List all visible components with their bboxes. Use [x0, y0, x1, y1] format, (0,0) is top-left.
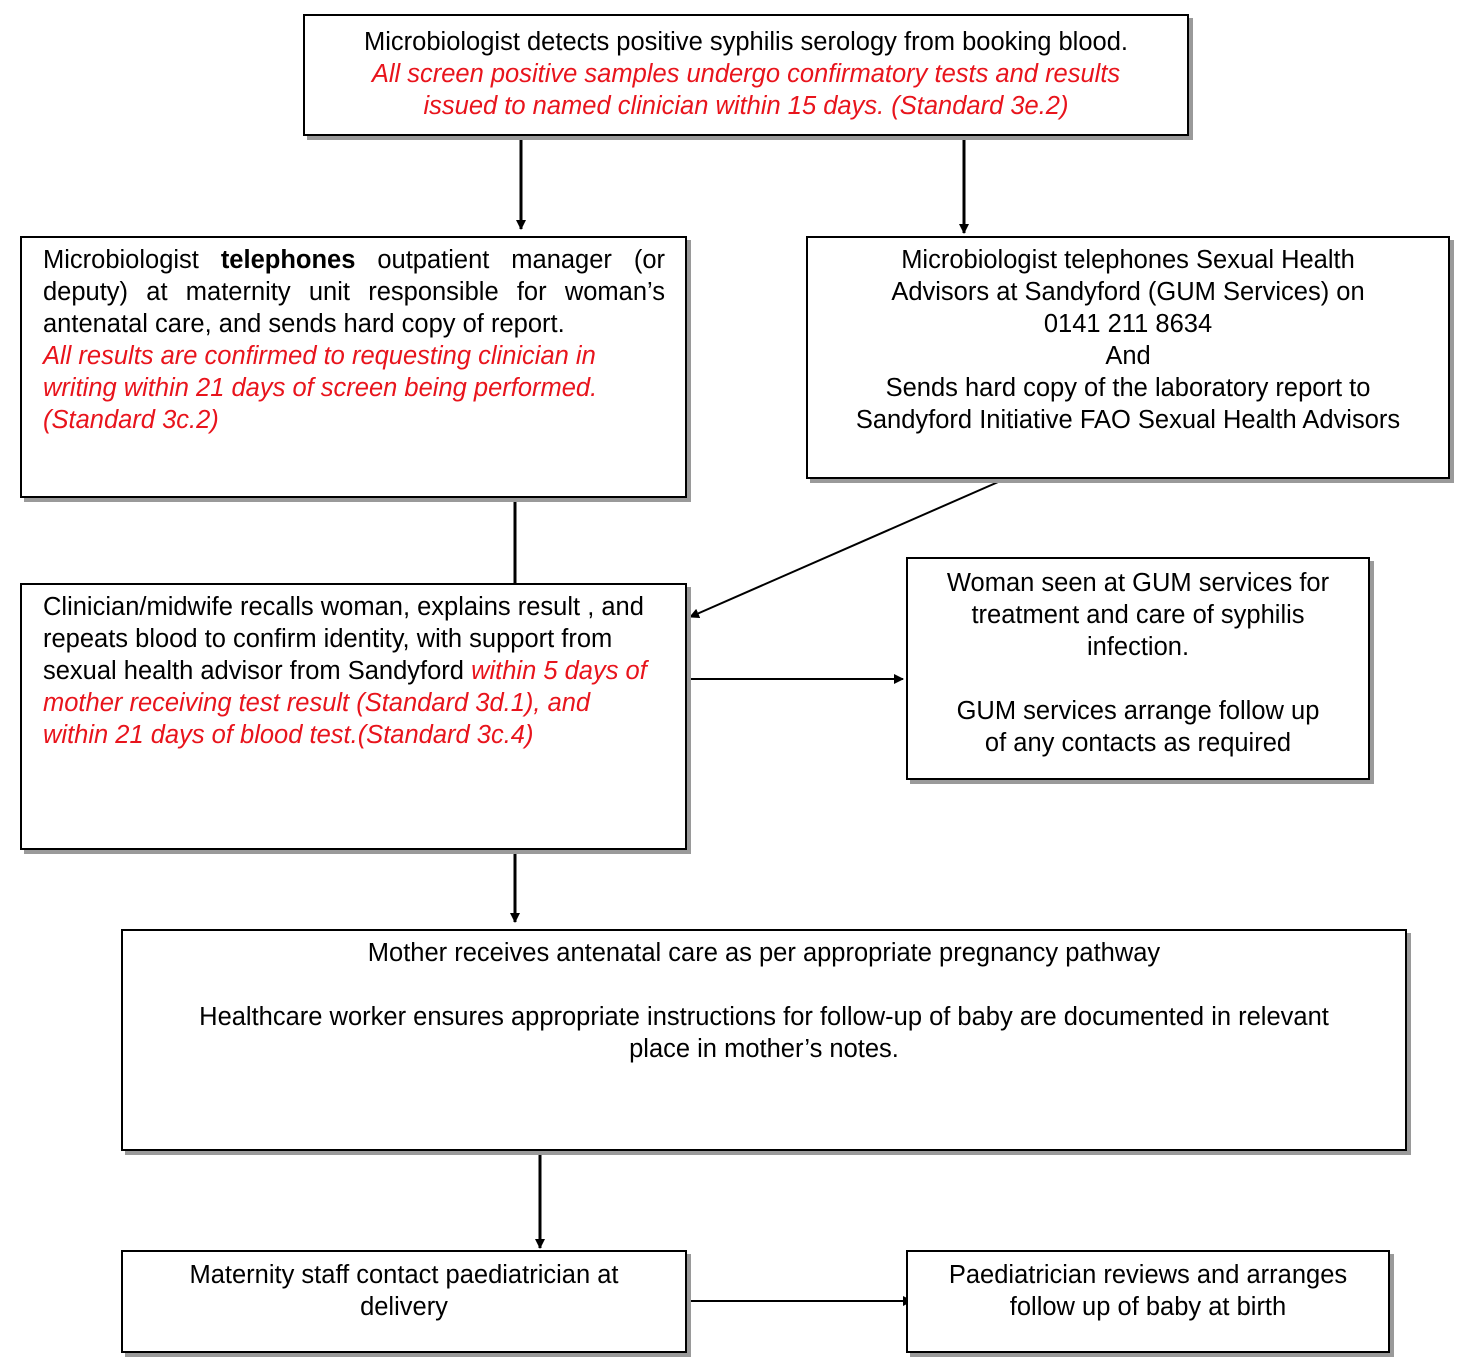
- node-text: Microbiologist detects positive syphilis…: [364, 28, 1128, 56]
- node-recall-woman: Clinician/midwife recalls woman, explain…: [20, 583, 687, 850]
- node-text: Clinician/midwife recalls woman, explain…: [43, 593, 644, 685]
- phone-number: 0141 211 8634: [1043, 310, 1213, 338]
- node-gum-services-treatment: Woman seen at GUM services for treatment…: [906, 557, 1370, 780]
- node-paediatrician-review: Paediatrician reviews and arranges follo…: [906, 1250, 1390, 1353]
- node-detect-positive-serology: Microbiologist detects positive syphilis…: [303, 14, 1189, 136]
- node-contact-paediatrician: Maternity staff contact paediatrician at…: [121, 1250, 687, 1353]
- standard-note: All screen positive samples undergo conf…: [371, 60, 1121, 88]
- node-antenatal-care: Mother receives antenatal care as per ap…: [121, 929, 1407, 1151]
- node-text: Sandyford Initiative FAO Sexual Health A…: [855, 406, 1401, 434]
- node-text: And: [1105, 342, 1151, 370]
- arrow-right1-to-left2: [689, 478, 1006, 618]
- node-text-bold: telephones: [220, 246, 356, 274]
- node-text: infection.: [1086, 633, 1190, 661]
- node-text: GUM services arrange follow up: [956, 697, 1320, 725]
- node-text: Woman seen at GUM services for: [946, 569, 1330, 597]
- node-telephone-outpatient-manager: Microbiologist telephones outpatient man…: [20, 236, 687, 498]
- node-text: Sends hard copy of the laboratory report…: [885, 374, 1371, 402]
- node-telephone-sexual-health-advisors: Microbiologist telephones Sexual Health …: [806, 236, 1450, 479]
- node-text: Microbiologist telephones Sexual Health: [901, 246, 1355, 274]
- standard-note: within 5 days of mother receiving test r…: [43, 657, 647, 749]
- node-text: delivery: [360, 1293, 448, 1321]
- standard-note: issued to named clinician within 15 days…: [423, 92, 1069, 120]
- node-text: Maternity staff contact paediatrician at: [189, 1261, 619, 1289]
- node-text: Mother receives antenatal care as per ap…: [367, 939, 1161, 967]
- node-text: place in mother’s notes.: [629, 1035, 899, 1063]
- node-text: treatment and care of syphilis: [971, 601, 1305, 629]
- node-text: Paediatrician reviews and arranges: [948, 1261, 1348, 1289]
- node-text: Healthcare worker ensures appropriate in…: [199, 1003, 1329, 1031]
- node-text: follow up of baby at birth: [1009, 1293, 1287, 1321]
- node-text: of any contacts as required: [984, 729, 1292, 757]
- node-text: outpatient manager (or deputy) at matern…: [43, 246, 665, 338]
- node-text: Advisors at Sandyford (GUM Services) on: [891, 278, 1365, 306]
- node-text: Microbiologist: [43, 246, 221, 274]
- standard-note: All results are confirmed to requesting …: [43, 342, 598, 434]
